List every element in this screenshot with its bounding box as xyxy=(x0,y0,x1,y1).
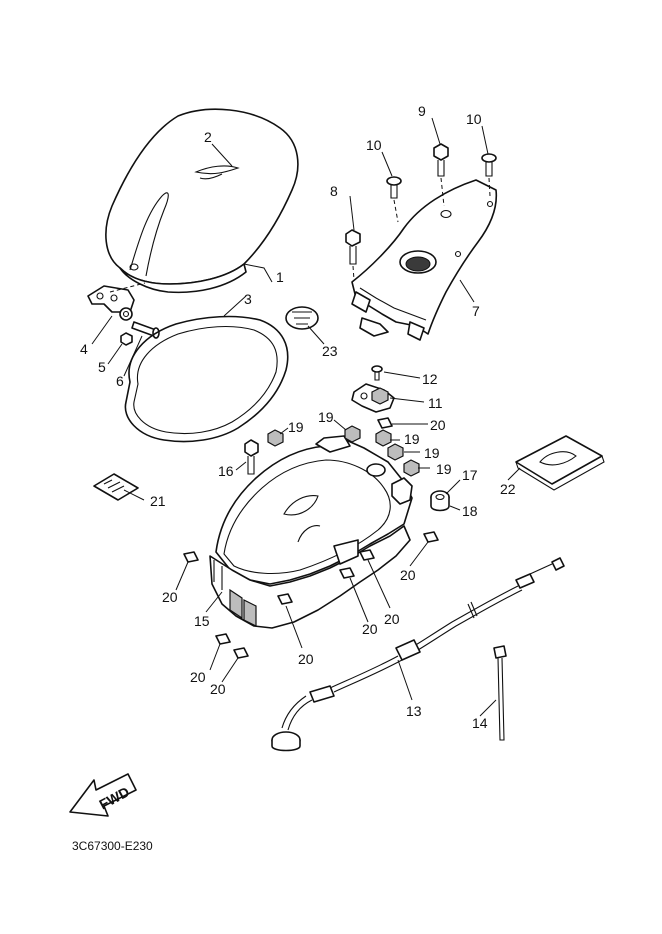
callout-7: 7 xyxy=(472,303,480,319)
callout-20-f: 20 xyxy=(384,611,400,627)
emblem xyxy=(285,306,319,330)
callout-18: 18 xyxy=(462,503,478,519)
storage-box xyxy=(209,435,413,629)
clip-20-f xyxy=(359,549,375,561)
bolt-8 xyxy=(345,229,361,281)
nut-19-e xyxy=(267,429,284,447)
cable-tie xyxy=(493,645,507,741)
bracket xyxy=(351,383,395,413)
callout-20-g: 20 xyxy=(190,669,206,685)
callout-10-right: 10 xyxy=(466,111,482,127)
callout-12: 12 xyxy=(422,371,438,387)
seat-hinge xyxy=(87,285,135,321)
callout-11: 11 xyxy=(428,395,443,411)
callout-8: 8 xyxy=(330,183,338,199)
clip-20-h xyxy=(233,647,249,659)
clip-20-e xyxy=(339,567,355,579)
callout-17: 17 xyxy=(462,467,478,483)
callout-20-h: 20 xyxy=(210,681,226,697)
clip-20-b xyxy=(423,531,439,543)
callout-19-a: 19 xyxy=(318,409,334,425)
callout-15: 15 xyxy=(194,613,210,629)
callout-4: 4 xyxy=(80,341,88,357)
callout-19-c: 19 xyxy=(424,445,440,461)
nut-19-c xyxy=(387,443,404,461)
nut-19-b xyxy=(375,429,392,447)
callout-20-e: 20 xyxy=(362,621,378,637)
nut-19-d xyxy=(403,459,420,477)
screw-10-right xyxy=(481,153,497,197)
callout-10-left: 10 xyxy=(366,137,382,153)
callout-16: 16 xyxy=(218,463,234,479)
callout-9: 9 xyxy=(418,103,426,119)
clip-20-g xyxy=(215,633,231,645)
grommet xyxy=(430,490,450,512)
seat-lock-cable xyxy=(271,557,565,752)
drawing-code: 3C67300-E230 xyxy=(72,839,153,853)
callout-5: 5 xyxy=(98,359,106,375)
clip-20-c xyxy=(183,551,199,563)
clip-20-a xyxy=(377,417,393,429)
forward-direction-arrow: FWD xyxy=(69,773,137,817)
callout-2: 2 xyxy=(204,129,212,145)
callout-6: 6 xyxy=(116,373,124,389)
callout-13: 13 xyxy=(406,703,422,719)
screw-10-left xyxy=(386,176,402,223)
callout-1: 1 xyxy=(276,269,284,285)
callout-20-d: 20 xyxy=(298,651,314,667)
leader-lines xyxy=(91,117,521,717)
callout-23: 23 xyxy=(322,343,338,359)
callout-19-d: 19 xyxy=(436,461,452,477)
cover-panel xyxy=(351,179,498,341)
callout-20-c: 20 xyxy=(162,589,178,605)
callout-20-a: 20 xyxy=(430,417,446,433)
hinge-nut xyxy=(120,332,133,346)
callout-20-b: 20 xyxy=(400,567,416,583)
seat-seal xyxy=(124,315,289,443)
screw-12 xyxy=(371,365,383,381)
seat xyxy=(105,108,299,294)
callout-22: 22 xyxy=(500,481,516,497)
callout-21: 21 xyxy=(150,493,166,509)
bolt-9 xyxy=(433,143,449,207)
callouts: 1 2 3 4 5 6 7 8 9 10 10 11 12 13 14 15 1… xyxy=(80,103,516,731)
clip-20-d xyxy=(277,593,293,605)
caution-label xyxy=(93,473,139,501)
bolt-16 xyxy=(244,439,259,475)
callout-19-e: 19 xyxy=(288,419,304,435)
callout-14: 14 xyxy=(472,715,488,731)
owners-manual xyxy=(515,435,605,491)
callout-3: 3 xyxy=(244,291,252,307)
callout-19-b: 19 xyxy=(404,431,420,447)
nut-19-a xyxy=(344,425,361,443)
hinge-pin xyxy=(131,321,160,339)
